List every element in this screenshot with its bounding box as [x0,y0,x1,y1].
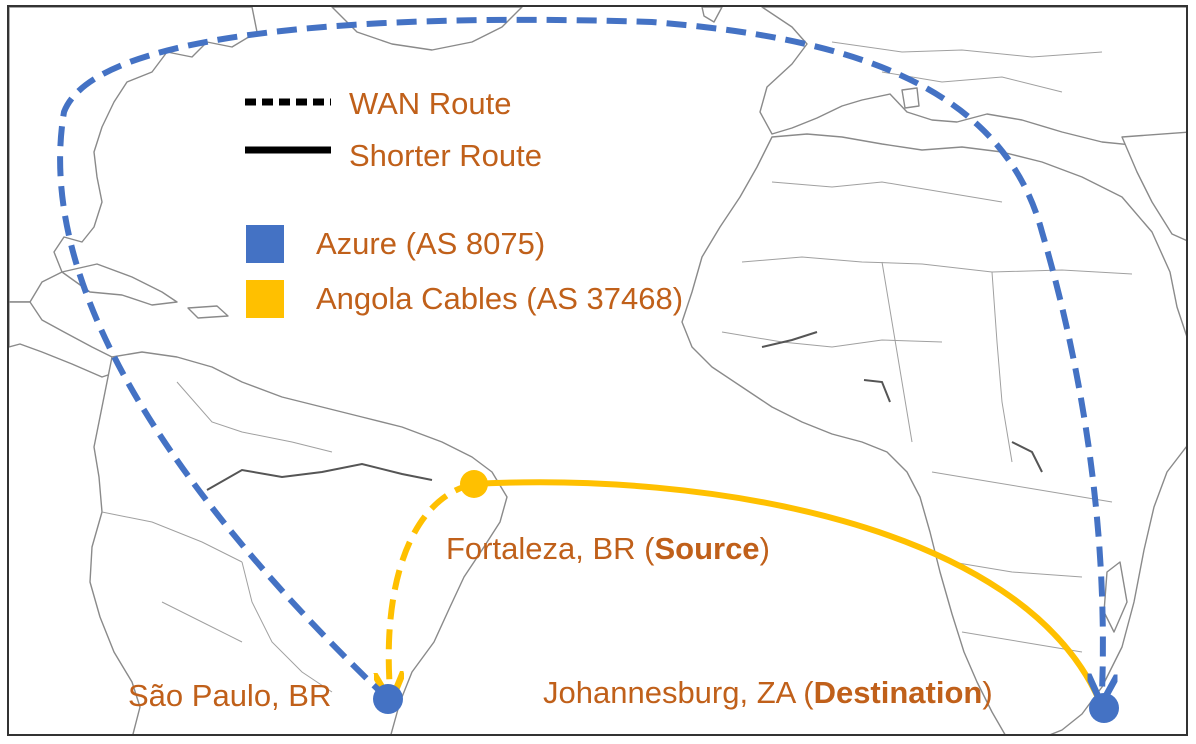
shorter-route-angola [471,479,1103,705]
south-america [89,351,508,734]
legend-shorter-route-label: Shorter Route [349,138,542,173]
destination-role: Destination [813,675,983,710]
fortaleza-paren: ) [759,531,770,566]
legend-wan-route-label: WAN Route [349,86,512,121]
fortaleza-label: Fortaleza, BR (Source) [446,533,770,564]
angola-color-swatch [246,280,284,318]
fortaleza-city: Fortaleza, BR ( [446,531,655,566]
sao-paulo-node [373,684,403,714]
fortaleza-node [460,470,488,498]
north-america [9,7,258,319]
europe [759,7,1186,148]
wan-route-azure [57,16,1103,699]
wan-route-line-sample [245,98,331,106]
africa [681,133,1186,734]
johannesburg-paren: ) [982,675,993,710]
legend-azure-label: Azure (AS 8075) [316,226,546,261]
shorter-route-line-sample [245,146,331,154]
source-role: Source [654,531,760,566]
azure-color-swatch [246,225,284,263]
routes-layer [57,16,1119,723]
sao-paulo-label: São Paulo, BR [128,678,332,713]
middle-east [1121,131,1186,241]
world-map [9,7,1186,734]
wan-route-angola [389,481,475,690]
map-frame [7,5,1188,736]
johannesburg-city: Johannesburg, ZA ( [543,675,814,710]
johannesburg-label: Johannesburg, ZA (Destination) [543,677,993,708]
johannesburg-node [1089,693,1119,723]
legend-angola-label: Angola Cables (AS 37468) [316,281,684,316]
